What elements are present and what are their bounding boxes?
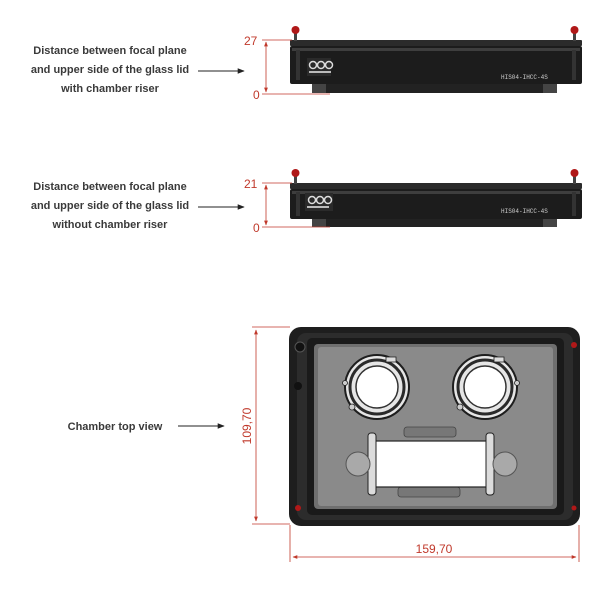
knob-icon — [291, 26, 300, 34]
label-without-riser-line-1: Distance between focal plane — [33, 181, 187, 193]
dimension-with-riser: 27 0 — [244, 34, 330, 102]
part-code-with-riser: HIS04-IHCC-4S — [501, 74, 548, 81]
part-code-without-riser: HIS04-IHCC-4S — [501, 208, 548, 215]
label-top-view: Chamber top view — [55, 418, 175, 437]
label-without-riser: Distance between focal plane and upper s… — [10, 178, 210, 235]
dim-label-height: 109,70 — [240, 407, 254, 444]
chamber-top-view — [289, 327, 580, 526]
dim-label-27: 27 — [244, 34, 258, 48]
label-without-riser-line-2: and upper side of the glass lid — [30, 200, 190, 212]
label-with-riser: Distance between focal plane and upper s… — [10, 42, 210, 99]
side-view-without-riser: HIS04-IHCC-4S — [290, 169, 582, 227]
knob-icon — [570, 26, 579, 34]
knob-icon — [291, 169, 300, 177]
dim-label-21: 21 — [244, 177, 258, 191]
dim-label-0-b: 0 — [253, 221, 260, 235]
dim-label-0-a: 0 — [253, 88, 260, 102]
label-with-riser-line-2: and upper side of the glass lid — [30, 64, 190, 76]
label-with-riser-line-3: with chamber riser — [61, 83, 159, 95]
label-with-riser-line-1: Distance between focal plane — [33, 45, 187, 57]
label-without-riser-line-3: without chamber riser — [52, 219, 168, 231]
dimension-without-riser: 21 0 — [244, 177, 330, 235]
dimension-height: 109,70 — [240, 326, 290, 525]
knob-icon — [570, 169, 579, 177]
label-top-view-text: Chamber top view — [67, 421, 163, 433]
dimension-width: 159,70 — [289, 525, 580, 562]
side-view-with-riser: HIS04-IHCC-4S — [290, 26, 582, 93]
dim-label-width: 159,70 — [416, 542, 453, 556]
